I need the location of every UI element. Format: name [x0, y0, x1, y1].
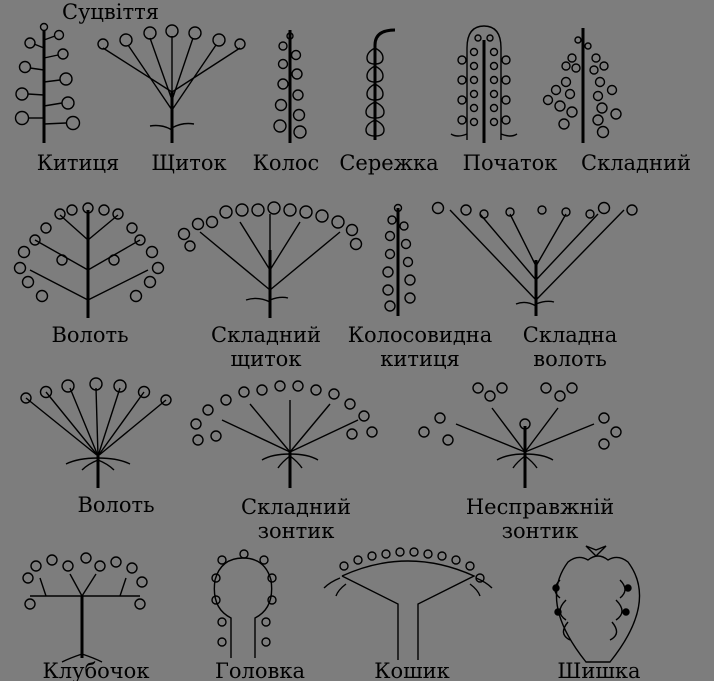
label-anthodium: Кошик: [374, 660, 450, 681]
anthodium-figure: [324, 548, 492, 660]
glomerule-figure: [23, 553, 147, 662]
strobilus-figure: [553, 546, 640, 662]
label-capitulum: Головка: [215, 660, 305, 681]
label-glomerule: Клубочок: [43, 660, 150, 681]
capitulum-figure: [212, 550, 276, 658]
label-strobilus: Шишка: [557, 660, 640, 681]
